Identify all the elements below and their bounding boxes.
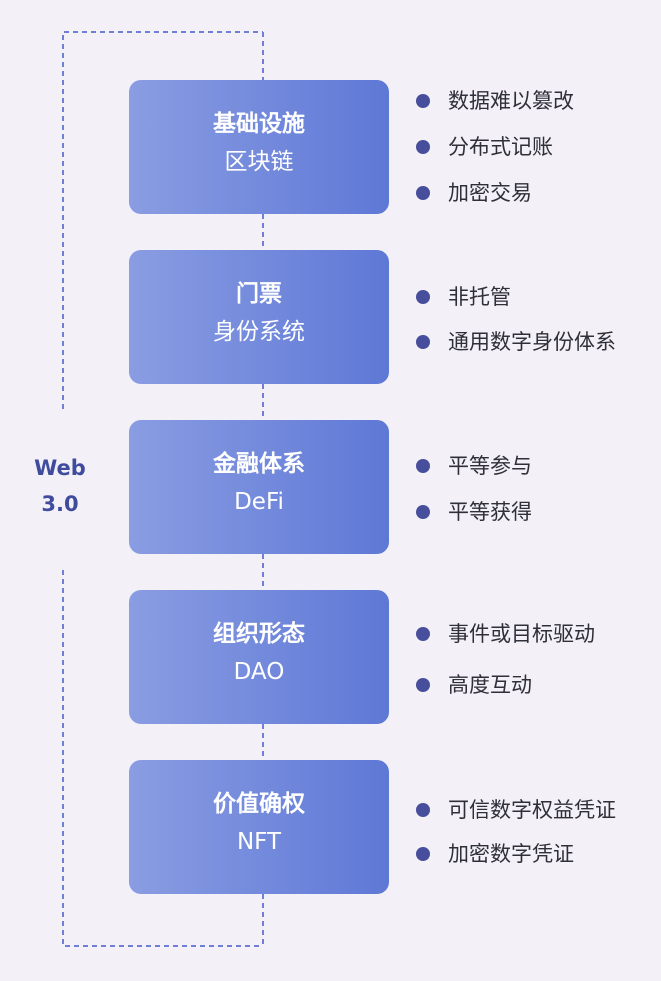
- card-subtitle: DeFi: [234, 489, 284, 515]
- bullet-list-dao: 事件或目标驱动 高度互动: [416, 617, 595, 702]
- card-nft: 价值确权 NFT: [129, 760, 389, 894]
- bullet-list-infrastructure: 数据难以篡改 分布式记账 加密交易: [416, 84, 574, 210]
- bullet-dot-icon: [416, 678, 430, 692]
- web3-label: Web 3.0: [28, 450, 92, 522]
- web3-label-line2: 3.0: [41, 492, 79, 516]
- bullet-text: 数据难以篡改: [448, 89, 574, 113]
- bullet-dot-icon: [416, 459, 430, 473]
- web3-label-line1: Web: [34, 456, 86, 480]
- bullet-item: 数据难以篡改: [416, 84, 574, 118]
- bullet-list-defi: 平等参与 平等获得: [416, 449, 532, 529]
- card-identity: 门票 身份系统: [129, 250, 389, 384]
- bullet-text: 加密交易: [448, 181, 532, 205]
- bullet-text: 加密数字凭证: [448, 842, 574, 866]
- card-infrastructure: 基础设施 区块链: [129, 80, 389, 214]
- bullet-text: 事件或目标驱动: [448, 622, 595, 646]
- bullet-list-nft: 可信数字权益凭证 加密数字凭证: [416, 793, 616, 871]
- bullet-text: 平等参与: [448, 454, 532, 478]
- bullet-item: 高度互动: [416, 668, 595, 702]
- bullet-dot-icon: [416, 290, 430, 304]
- bullet-item: 加密数字凭证: [416, 837, 616, 871]
- bullet-item: 事件或目标驱动: [416, 617, 595, 651]
- bullet-item: 分布式记账: [416, 130, 574, 164]
- card-subtitle: NFT: [236, 829, 282, 855]
- bullet-text: 平等获得: [448, 500, 532, 524]
- card-dao: 组织形态 DAO: [129, 590, 389, 724]
- bullet-dot-icon: [416, 505, 430, 519]
- bullet-text: 非托管: [448, 285, 511, 309]
- card-subtitle: 区块链: [224, 149, 294, 175]
- card-title: 基础设施: [213, 111, 305, 137]
- bullet-list-identity: 非托管 通用数字身份体系: [416, 280, 616, 359]
- bullet-item: 非托管: [416, 280, 616, 314]
- bullet-dot-icon: [416, 186, 430, 200]
- card-title: 金融体系: [213, 451, 305, 477]
- card-subtitle: 身份系统: [213, 319, 305, 345]
- card-subtitle: DAO: [233, 659, 285, 685]
- bullet-dot-icon: [416, 803, 430, 817]
- bullet-item: 加密交易: [416, 176, 574, 210]
- bullet-dot-icon: [416, 335, 430, 349]
- bullet-item: 平等参与: [416, 449, 532, 483]
- card-title: 价值确权: [213, 791, 305, 817]
- bullet-item: 平等获得: [416, 495, 532, 529]
- bullet-item: 可信数字权益凭证: [416, 793, 616, 827]
- bullet-dot-icon: [416, 847, 430, 861]
- bullet-text: 分布式记账: [448, 135, 553, 159]
- bullet-dot-icon: [416, 627, 430, 641]
- card-defi: 金融体系 DeFi: [129, 420, 389, 554]
- bullet-text: 通用数字身份体系: [448, 330, 616, 354]
- bullet-item: 通用数字身份体系: [416, 325, 616, 359]
- bullet-text: 可信数字权益凭证: [448, 798, 616, 822]
- bullet-text: 高度互动: [448, 673, 532, 697]
- bullet-dot-icon: [416, 94, 430, 108]
- card-title: 组织形态: [213, 621, 305, 647]
- card-title: 门票: [236, 281, 282, 307]
- bullet-dot-icon: [416, 140, 430, 154]
